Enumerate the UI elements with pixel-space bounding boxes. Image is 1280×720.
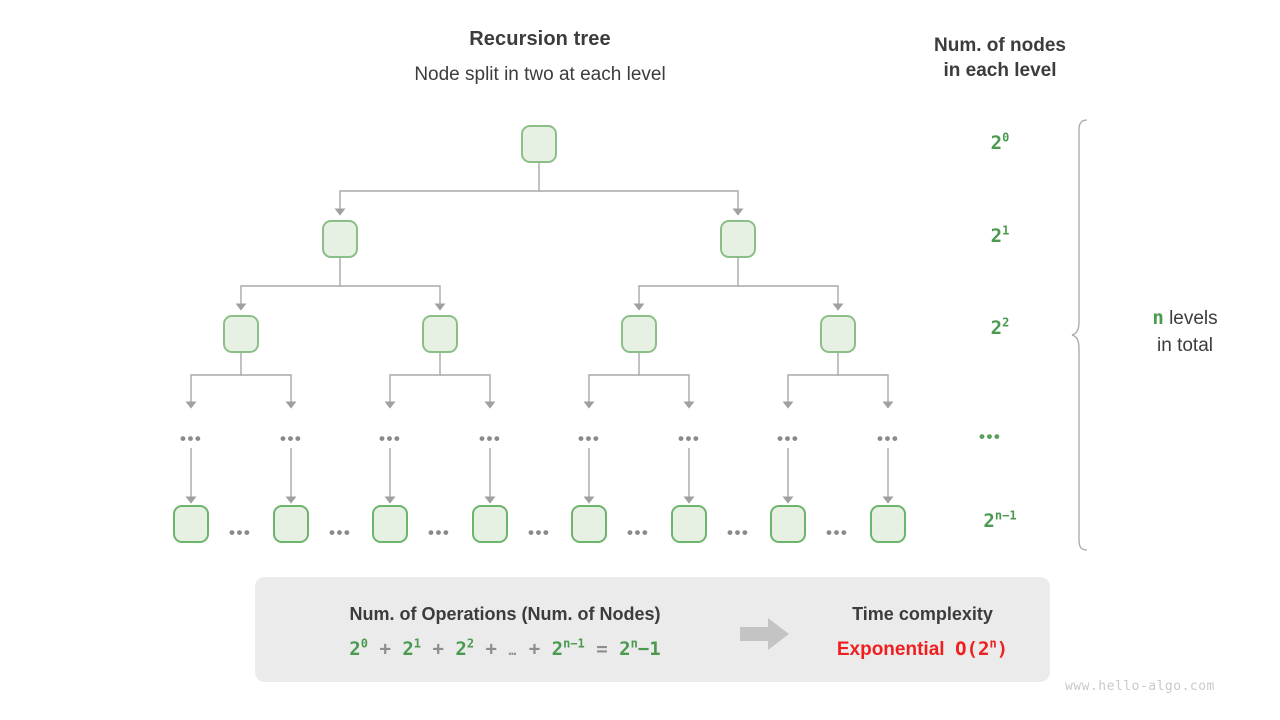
formula-term-1-exp: 1 xyxy=(413,636,422,651)
level-count-0: 20 xyxy=(955,132,1045,154)
tree-node[interactable] xyxy=(720,220,756,258)
formula-ellipsis: … xyxy=(508,644,518,659)
level-count-1: 21 xyxy=(955,225,1045,247)
tree-leaf-node[interactable] xyxy=(671,505,707,543)
level-count-n-1-exp: n−1 xyxy=(994,508,1017,523)
formula-term-1-base: 2 xyxy=(402,638,414,660)
page-title: Recursion tree xyxy=(469,28,611,50)
levels-n-symbol: n xyxy=(1152,307,1164,329)
level-count-2: 22 xyxy=(955,317,1045,339)
levels-total-line1: n levels xyxy=(1110,305,1260,332)
formula-term-2-base: 2 xyxy=(455,638,467,660)
tree-leaf-node[interactable] xyxy=(273,505,309,543)
formula-result-tail: −1 xyxy=(637,638,661,660)
formula-result: 2n−1 xyxy=(619,638,661,660)
formula-plus-3: + xyxy=(485,638,497,660)
leaf-row-ellipsis: ••• xyxy=(627,523,650,542)
right-column-title: Num. of nodes in each level xyxy=(900,33,1100,83)
right-column-title-line1: Num. of nodes xyxy=(934,35,1066,56)
level-count-0-base: 2 xyxy=(990,132,1003,154)
formula-term-0-base: 2 xyxy=(349,638,361,660)
formula-result-base: 2 xyxy=(619,638,631,660)
watermark: www.hello-algo.com xyxy=(1065,679,1215,694)
time-complexity-value: Exponential O(2n) xyxy=(795,638,1050,661)
formula-plus-4: + xyxy=(528,638,541,660)
formula-plus-1: + xyxy=(379,638,391,660)
tree-node-ellipsis: ••• xyxy=(379,429,402,448)
level-count-2-base: 2 xyxy=(990,317,1003,339)
leaf-row-ellipsis: ••• xyxy=(826,523,849,542)
tree-node-ellipsis: ••• xyxy=(180,429,203,448)
leaf-row-ellipsis: ••• xyxy=(428,523,451,542)
complexity-big-o: O(2n) xyxy=(955,638,1008,660)
complexity-word: Exponential xyxy=(836,639,945,660)
right-arrow-icon xyxy=(740,618,789,650)
summary-operations-title: Num. of Operations (Num. of Nodes) xyxy=(349,604,661,624)
formula-term-3-base: 2 xyxy=(551,638,564,660)
right-column-title-line2: in each level xyxy=(943,60,1057,81)
formula-result-exp: n xyxy=(630,636,638,651)
level-count-1-exp: 1 xyxy=(1002,223,1010,238)
level-count-2-exp: 2 xyxy=(1002,315,1010,330)
tree-leaf-node[interactable] xyxy=(770,505,806,543)
tree-node[interactable] xyxy=(422,315,458,353)
level-count-0-exp: 0 xyxy=(1002,130,1010,145)
formula-plus-2: + xyxy=(432,638,444,660)
tree-leaf-node[interactable] xyxy=(173,505,209,543)
formula-term-0: 20 xyxy=(349,638,368,660)
page-subtitle: Node split in two at each level xyxy=(414,64,666,85)
level-count-n-1: 2n−1 xyxy=(955,510,1045,532)
tree-node[interactable] xyxy=(820,315,856,353)
leaf-row-ellipsis: ••• xyxy=(727,523,750,542)
formula-term-2: 22 xyxy=(455,638,474,660)
summary-panel xyxy=(255,577,1050,682)
tree-leaf-node[interactable] xyxy=(472,505,508,543)
formula-term-0-exp: 0 xyxy=(360,636,368,651)
formula-term-2-exp: 2 xyxy=(466,636,475,651)
tree-leaf-node[interactable] xyxy=(372,505,408,543)
level-count-ellipsis: ••• xyxy=(979,427,1002,446)
leaf-row-ellipsis: ••• xyxy=(329,523,352,542)
summary-formula: 20 + 21 + 22 + … + 2n−1 = 2n−1 xyxy=(255,638,755,660)
levels-word: levels xyxy=(1169,308,1218,329)
tree-node-root[interactable] xyxy=(521,125,557,163)
tree-node-ellipsis: ••• xyxy=(877,429,900,448)
leaf-row-ellipsis: ••• xyxy=(528,523,551,542)
complexity-big-o-exp: n xyxy=(989,636,997,651)
tree-leaf-node[interactable] xyxy=(870,505,906,543)
levels-total-label: n levels in total xyxy=(1110,305,1260,359)
tree-node-ellipsis: ••• xyxy=(280,429,303,448)
formula-term-3: 2n−1 xyxy=(552,638,585,660)
tree-node-ellipsis: ••• xyxy=(678,429,701,448)
tree-node[interactable] xyxy=(322,220,358,258)
leaf-row-ellipsis: ••• xyxy=(229,523,252,542)
time-complexity-title: Time complexity xyxy=(852,604,993,624)
complexity-big-o-close: ) xyxy=(996,638,1009,660)
tree-node[interactable] xyxy=(621,315,657,353)
level-count-n-1-base: 2 xyxy=(983,510,995,532)
levels-total-line2: in total xyxy=(1157,335,1213,356)
tree-node-ellipsis: ••• xyxy=(777,429,800,448)
tree-node[interactable] xyxy=(223,315,259,353)
formula-equals: = xyxy=(596,638,608,660)
tree-leaf-node[interactable] xyxy=(571,505,607,543)
level-count-1-base: 2 xyxy=(990,225,1003,247)
tree-node-ellipsis: ••• xyxy=(578,429,601,448)
tree-node-ellipsis: ••• xyxy=(479,429,502,448)
formula-term-3-exp: n−1 xyxy=(563,636,585,651)
levels-brace-icon xyxy=(1071,119,1088,551)
formula-term-1: 21 xyxy=(402,638,421,660)
complexity-big-o-open: O(2 xyxy=(955,638,990,660)
